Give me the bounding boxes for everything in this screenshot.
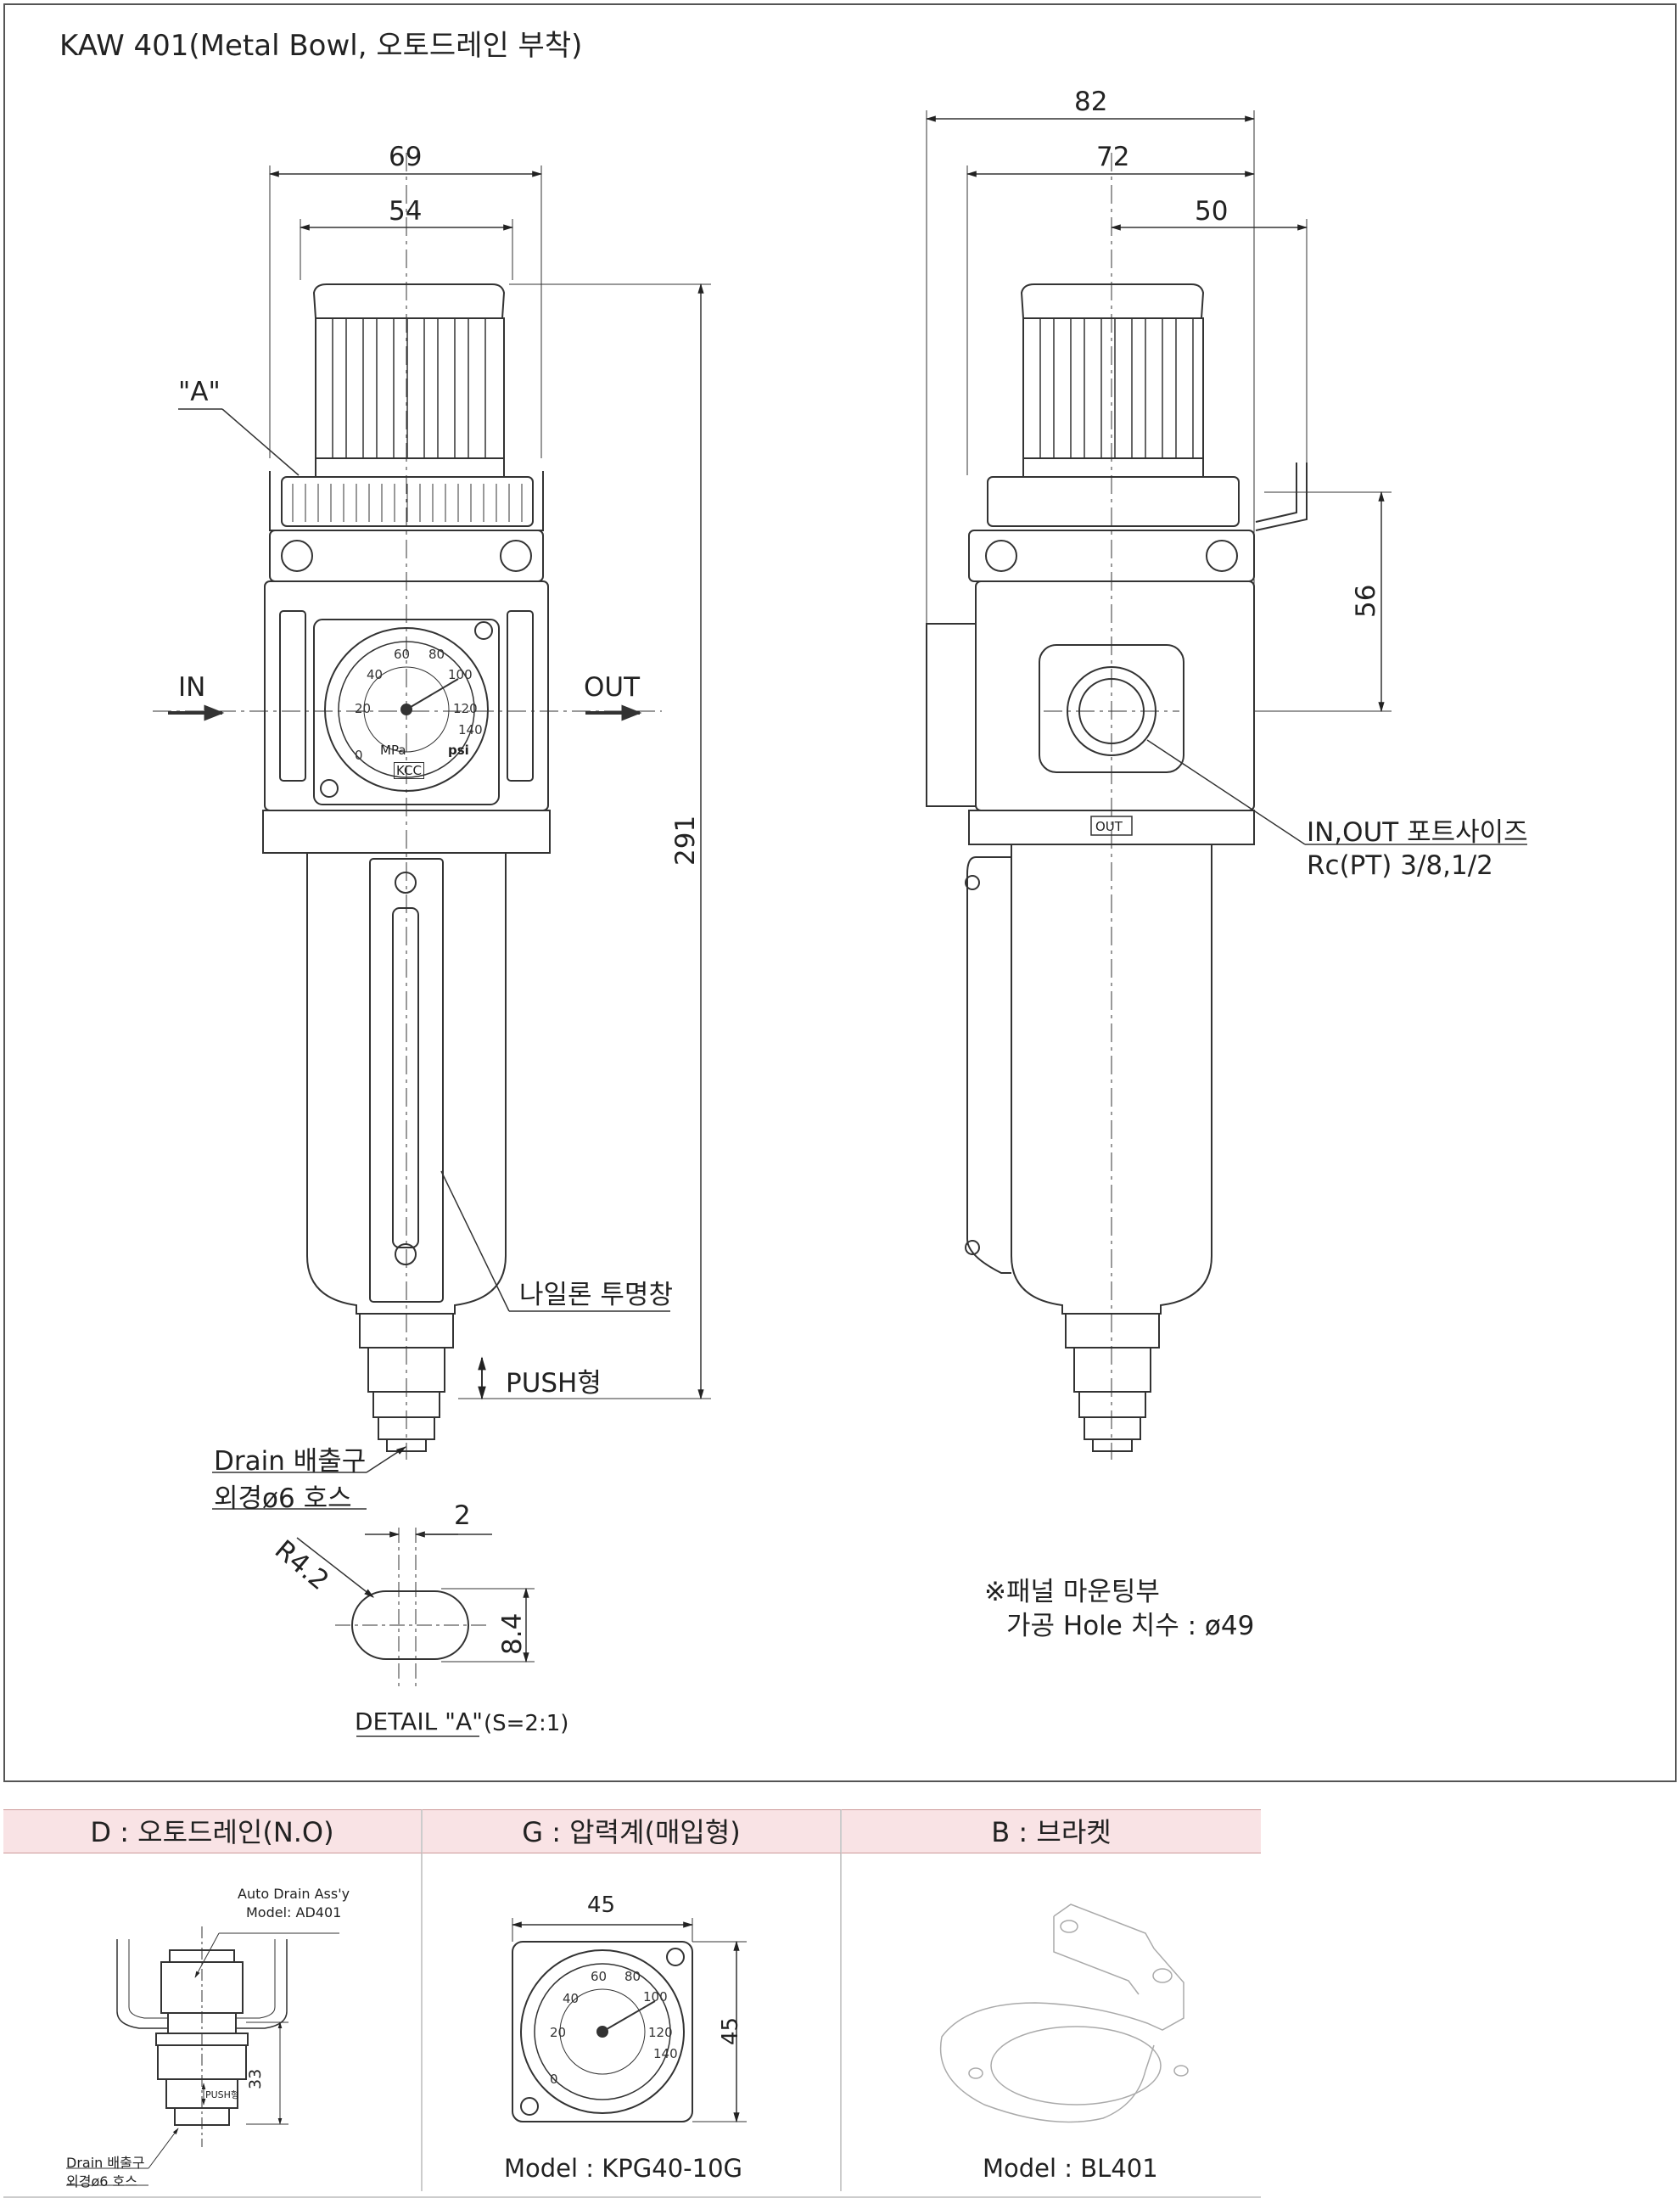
option-b-drawing bbox=[939, 1904, 1189, 2123]
detail-caption: DETAIL "A" bbox=[355, 1707, 484, 1735]
page-title: KAW 401(Metal Bowl, 오토드레인 부착) bbox=[59, 29, 583, 63]
gauge-brand: KCC bbox=[394, 762, 424, 779]
svg-text:80: 80 bbox=[624, 1969, 641, 1984]
option-g-dim-w: 45 bbox=[587, 1892, 616, 1918]
option-g-dim-h: 45 bbox=[718, 2016, 743, 2045]
svg-text:100: 100 bbox=[448, 667, 473, 682]
dim-50: 50 bbox=[1195, 196, 1229, 227]
svg-text:20: 20 bbox=[550, 2025, 566, 2040]
svg-text:60: 60 bbox=[591, 1969, 607, 1984]
detail-width: 2 bbox=[454, 1500, 471, 1531]
gauge-psi: psi bbox=[448, 743, 469, 758]
svg-text:0: 0 bbox=[355, 748, 363, 763]
in-label: IN bbox=[178, 672, 206, 703]
label-a: "A" bbox=[178, 377, 221, 407]
port-size-label: IN,OUT 포트사이즈 bbox=[1307, 817, 1528, 848]
drain-label: Drain 배출구 bbox=[214, 1446, 367, 1477]
option-g-cell bbox=[423, 1853, 842, 2191]
svg-text:40: 40 bbox=[563, 1991, 579, 2006]
dim-56: 56 bbox=[1351, 584, 1381, 618]
svg-text:20: 20 bbox=[355, 701, 371, 716]
option-d-drawing bbox=[66, 1926, 339, 2186]
out-label: OUT bbox=[584, 672, 641, 703]
panel-note-line2: 가공 Hole 치수 : ø49 bbox=[1006, 1611, 1255, 1641]
svg-text:100: 100 bbox=[643, 1989, 668, 2005]
option-d-dim: 33 bbox=[246, 2068, 265, 2089]
option-b-caption: Model : BL401 bbox=[983, 2154, 1158, 2183]
svg-text:140: 140 bbox=[653, 2046, 678, 2061]
table-bottom-rule bbox=[3, 2196, 1261, 2198]
drawing-frame bbox=[3, 3, 1677, 1782]
option-d-model: Model: AD401 bbox=[246, 1904, 342, 1920]
port-thread-label: Rc(PT) 3/8,1/2 bbox=[1307, 850, 1493, 881]
panel-note-line1: ※패널 마운팅부 bbox=[984, 1577, 1160, 1607]
svg-text:120: 120 bbox=[648, 2025, 673, 2040]
options-table: D : 오토드레인(N.O) G : 압력계(매입형) B : 브라켓 bbox=[3, 1809, 1261, 2198]
option-d-hose: 외경ø6 호스 bbox=[66, 2173, 137, 2190]
option-d-model-label: Auto Drain Ass'y bbox=[238, 1886, 350, 1902]
out-tag: OUT bbox=[1095, 819, 1123, 834]
svg-text:80: 80 bbox=[428, 647, 445, 662]
option-g-header: G : 압력계(매입형) bbox=[423, 1809, 842, 1853]
dim-291: 291 bbox=[670, 815, 701, 866]
svg-text:0: 0 bbox=[550, 2072, 558, 2087]
detail-a bbox=[296, 1528, 535, 1737]
svg-text:40: 40 bbox=[367, 667, 383, 682]
dim-69: 69 bbox=[389, 142, 423, 172]
gauge-mpa: MPa bbox=[380, 743, 406, 758]
svg-text:60: 60 bbox=[394, 647, 410, 662]
push-label: PUSH형 bbox=[506, 1368, 602, 1399]
option-b-header: B : 브라켓 bbox=[842, 1809, 1261, 1853]
detail-scale: (S=2:1) bbox=[484, 1711, 569, 1736]
detail-height: 8.4 bbox=[497, 1612, 528, 1655]
svg-text:120: 120 bbox=[453, 701, 478, 716]
front-view bbox=[153, 153, 711, 1510]
option-d-header: D : 오토드레인(N.O) bbox=[3, 1809, 423, 1853]
nylon-window-label: 나일론 투명창 bbox=[519, 1280, 673, 1310]
hose-label: 외경ø6 호스 bbox=[214, 1483, 352, 1514]
option-d-push: PUSH형 bbox=[205, 2089, 240, 2100]
option-d-drain: Drain 배출구 bbox=[66, 2155, 145, 2171]
option-d-cell bbox=[3, 1853, 423, 2191]
dim-54: 54 bbox=[389, 196, 423, 227]
option-g-caption: Model : KPG40-10G bbox=[504, 2154, 742, 2183]
dim-82: 82 bbox=[1074, 87, 1108, 117]
dim-72: 72 bbox=[1096, 142, 1130, 172]
side-view bbox=[925, 110, 1527, 1460]
svg-text:140: 140 bbox=[458, 722, 483, 737]
option-g-drawing bbox=[511, 1918, 747, 2123]
